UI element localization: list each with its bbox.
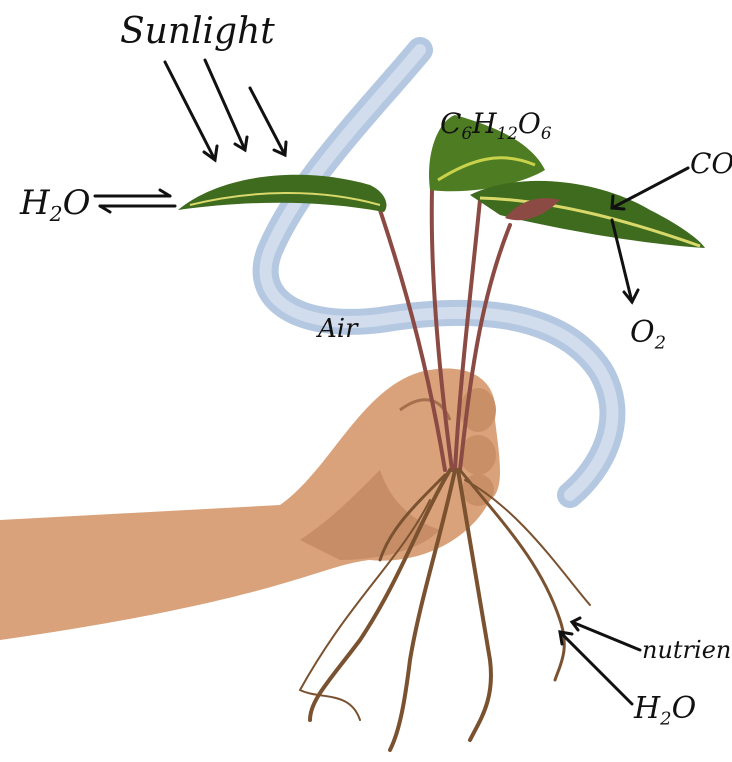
nutrient-arrow [572, 618, 640, 650]
water-root-base: H [634, 691, 660, 726]
water-leaf-sub: 2 [50, 202, 63, 226]
air-label: Air [318, 316, 358, 342]
co2-label: CO2 [690, 150, 732, 182]
glucose-c-sub: 6 [461, 123, 472, 143]
sunlight-arrows [165, 60, 286, 160]
glucose-o-sub: 6 [541, 123, 552, 143]
o2-sub: 2 [655, 332, 666, 353]
co2-base: CO [690, 147, 732, 180]
water-root-label: H2O [634, 694, 696, 728]
co2-arrow [612, 168, 688, 209]
sunlight-label: Sunlight [120, 14, 275, 50]
o2-label: O2 [630, 318, 666, 352]
nutrient-label: nutrient [642, 638, 732, 662]
water-leaf-label: H2O [20, 186, 91, 225]
water-leaf-tail: O [63, 183, 91, 223]
glucose-h: H [472, 107, 496, 140]
water-root-tail: O [672, 691, 697, 726]
water-leaf-base: H [20, 183, 50, 223]
glucose-label: C6H12O6 [440, 110, 552, 142]
glucose-o: O [518, 107, 541, 140]
water-root-sub: 2 [660, 708, 671, 729]
water-exchange-arrows [95, 190, 175, 212]
o2-base: O [630, 315, 655, 350]
glucose-h-sub: 12 [497, 123, 518, 143]
glucose-c: C [440, 107, 461, 140]
